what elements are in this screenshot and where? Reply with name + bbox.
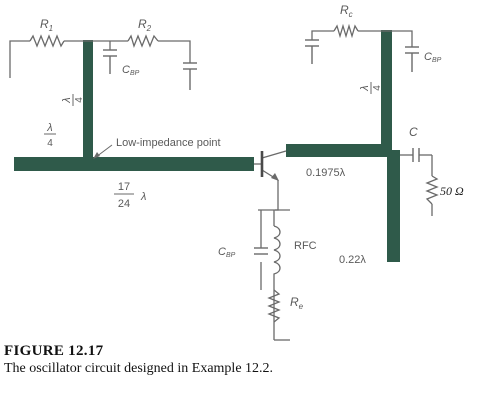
transistor-emitter-arrow [271,173,279,181]
label-01975-lambda: 0.1975λ [306,167,346,179]
rfc-inductor [273,225,281,288]
label-cbp-bottom: CBP [218,246,236,259]
label-cbp-left: CBP [122,64,140,77]
stub-quarter-wave-right [381,30,392,155]
resistor-load-50 [425,175,439,205]
component-labels: R1 R2 Rc Re CBP CBP CBP λ 4 λ 4 λ 4 Low-… [40,3,464,311]
label-lambda-4-main: λ 4 [44,122,56,149]
label-022-lambda: 0.22λ [339,254,366,266]
svg-text:λ: λ [61,97,73,103]
label-r1: R1 [40,17,53,33]
resistor-rc [333,23,359,39]
label-rc: Rc [340,3,353,19]
resistor-re [267,289,281,323]
svg-text:24: 24 [118,198,130,210]
figure-caption: FIGURE 12.17 The oscillator circuit desi… [4,342,474,378]
wires [9,30,433,341]
low-impedance-arrow-icon [93,152,100,159]
label-re: Re [290,295,304,311]
resistors [29,23,439,323]
line-022-lambda [387,150,400,262]
main-line-17-24-lambda [14,157,254,171]
caption-text: The oscillator circuit designed in Examp… [4,361,274,376]
label-cbp-right: CBP [424,51,442,64]
caption-title: FIGURE 12.17 [4,343,104,359]
line-01975-lambda [286,144,392,157]
label-r2: R2 [138,17,152,33]
resistor-r2 [127,34,159,48]
svg-text:17: 17 [118,181,130,193]
label-rfc: RFC [294,240,317,252]
label-lambda-4-stub-left: λ 4 [61,94,85,106]
capacitors [103,39,420,255]
svg-text:4: 4 [372,85,383,91]
svg-text:4: 4 [47,138,53,149]
label-lambda-4-stub-right: λ 4 [359,82,383,94]
microstrip-lines [14,30,400,262]
label-load-50-ohm: 50 Ω [440,184,464,198]
label-17-24-lambda: 17 24 λ [114,181,146,210]
svg-text:4: 4 [74,97,85,103]
resistor-r1 [29,34,65,48]
svg-text:λ: λ [140,191,146,203]
svg-text:λ: λ [46,122,52,134]
label-low-impedance: Low-impedance point [116,137,221,149]
svg-text:λ: λ [359,85,371,91]
stub-quarter-wave-left [83,40,93,158]
label-cap-c: C [409,125,418,139]
